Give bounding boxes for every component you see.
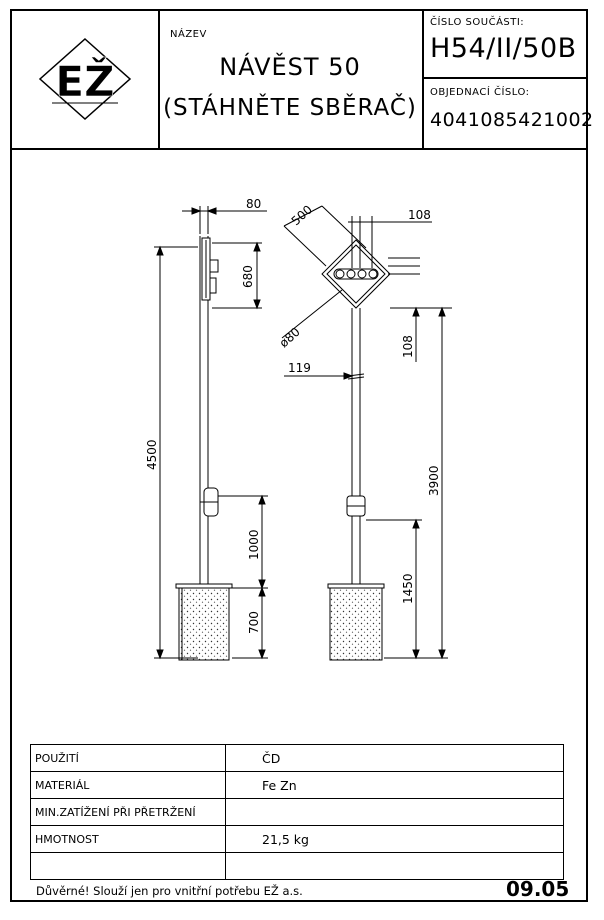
property-value: Fe Zn [225,771,564,799]
dim-108-top: 108 [408,208,431,222]
property-value: 21,5 kg [225,825,564,853]
table-row: MIN.ZATÍŽENÍ PŘI PŘETRŽENÍ [30,798,564,826]
property-label: MIN.ZATÍŽENÍ PŘI PŘETRŽENÍ [30,798,226,826]
dim-500: 500 [289,202,315,228]
dim-80: 80 [246,197,261,211]
property-label: HMOTNOST [30,825,226,853]
part-number-cell: ČÍSLO SOUČÁSTI: H54/II/50B OBJEDNACÍ ČÍS… [422,11,593,148]
dim-700: 700 [247,611,261,634]
dim-3900: 3900 [427,465,441,496]
property-label: POUŽITÍ [30,744,226,772]
table-row: POUŽITÍ ČD [30,744,564,772]
order-number: 4041085421002 [430,109,594,131]
divider [422,77,586,79]
dim-4500: 4500 [145,439,159,470]
properties-table: POUŽITÍ ČD MATERIÁL Fe Zn MIN.ZATÍŽENÍ P… [30,744,564,880]
ez-logo-icon: EŽ [38,37,132,121]
table-row: MATERIÁL Fe Zn [30,771,564,799]
dim-119: 119 [288,361,311,375]
property-label [30,852,226,880]
property-value: ČD [225,744,564,772]
dim-diameter-80: ø80 [277,325,303,351]
part-name: NÁVĚST 50 [219,53,361,81]
title-block: EŽ NÁZEV NÁVĚST 50 (STÁHNĚTE SBĚRAČ) ČÍS… [12,11,593,150]
drawing-svg: 80 500 108 680 ø80 108 119 4500 3900 100… [145,197,452,661]
side-view [154,206,268,661]
sheet-code: 09.05 [506,877,570,901]
order-number-label: OBJEDNACÍ ČÍSLO: [430,87,530,98]
property-value [225,798,564,826]
property-value [225,852,564,880]
dim-1450: 1450 [401,573,415,604]
front-view [281,205,452,661]
part-name-subtitle: (STÁHNĚTE SBĚRAČ) [163,95,417,121]
logo-cell: EŽ [12,11,160,148]
part-number-label: ČÍSLO SOUČÁSTI: [430,17,525,28]
dim-108-side: 108 [401,335,415,358]
name-cell: NÁZEV NÁVĚST 50 (STÁHNĚTE SBĚRAČ) [158,11,424,148]
property-label: MATERIÁL [30,771,226,799]
technical-drawing: 80 500 108 680 ø80 108 119 4500 3900 100… [12,148,586,738]
logo-text: EŽ [55,56,114,106]
dim-680: 680 [241,265,255,288]
part-number: H54/II/50B [430,33,577,64]
confidentiality-note: Důvěrné! Slouží jen pro vnitřní potřebu … [36,884,303,898]
table-row: HMOTNOST 21,5 kg [30,825,564,853]
dim-1000: 1000 [247,529,261,560]
name-label: NÁZEV [170,29,207,40]
table-row [30,852,564,880]
drawing-sheet: EŽ NÁZEV NÁVĚST 50 (STÁHNĚTE SBĚRAČ) ČÍS… [10,9,593,902]
